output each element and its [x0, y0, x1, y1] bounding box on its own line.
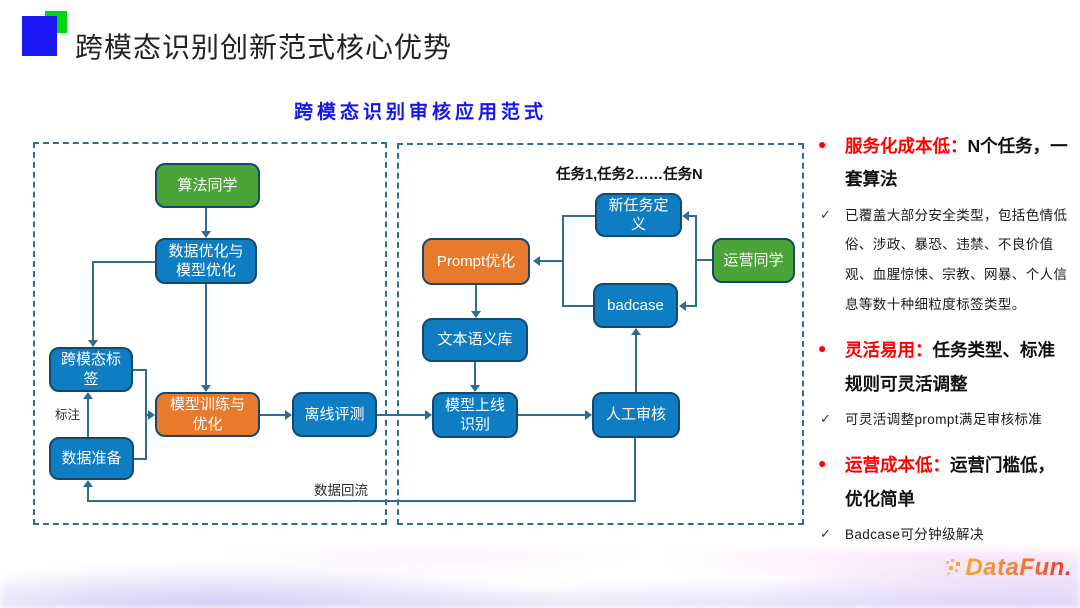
advantage-heading: ● 灵活易用：任务类型、标准规则可灵活调整 — [818, 334, 1070, 401]
connector — [87, 486, 89, 502]
connector — [205, 284, 207, 386]
datafun-wordmark: DataFun. — [965, 554, 1072, 581]
arrowhead — [631, 328, 641, 335]
advantages-sidebar: ● 服务化成本低：N个任务，一套算法 ✓ 已覆盖大部分安全类型，包括色情低俗、涉政、… — [818, 130, 1070, 550]
advantage-heading-black: 任务类型、标准规则可灵活调整 — [845, 340, 1055, 394]
footer-gradient-swoosh — [0, 550, 1080, 608]
edge-label-annotation: 标注 — [55, 408, 81, 422]
flow-node-model-training: 模型训练与 优化 — [155, 392, 260, 437]
connector — [260, 414, 286, 416]
connector — [475, 285, 477, 313]
advantage-heading-red: 服务化成本低： — [845, 136, 968, 156]
arrowhead — [533, 256, 540, 266]
connector — [562, 215, 564, 307]
advantage-detail: ✓ Badcase可分钟级解决 — [818, 520, 1070, 550]
arrowhead — [83, 392, 93, 399]
datafun-dots-icon — [946, 559, 961, 575]
flow-node-operations-team: 运营同学 — [712, 238, 795, 283]
datafun-logo: DataFun. — [945, 554, 1072, 582]
advantage-detail-text: Badcase可分钟级解决 — [845, 526, 984, 542]
arrowhead — [682, 211, 689, 221]
connector — [92, 261, 155, 263]
logo-blue-square-icon — [22, 16, 57, 56]
checkmark-icon: ✓ — [820, 525, 832, 541]
arrowhead — [471, 311, 481, 318]
advantage-item: ● 运营成本低：运营门槛低，优化简单 ✓ Badcase可分钟级解决 — [818, 449, 1070, 549]
flow-node-new-task-definition: 新任务定 义 — [595, 193, 682, 237]
flow-node-data-model-optimization: 数据优化与 模型优化 — [155, 238, 257, 284]
arrowhead — [585, 410, 592, 420]
page-title: 跨模态识别创新范式核心优势 — [75, 32, 453, 63]
advantage-heading: ● 服务化成本低：N个任务，一套算法 — [818, 130, 1070, 197]
flow-node-manual-review: 人工审核 — [592, 392, 680, 438]
flow-node-prompt-optimization: Prompt优化 — [422, 238, 530, 285]
advantage-heading-red: 运营成本低： — [845, 455, 950, 476]
arrowhead — [148, 410, 155, 420]
arrowhead — [88, 340, 98, 347]
checkmark-icon: ✓ — [820, 206, 832, 222]
connector — [87, 398, 89, 437]
advantage-detail-text: 已覆盖大部分安全类型，包括色情低俗、涉政、暴恐、违禁、不良价值观、血腥惊悚、宗教… — [845, 207, 1068, 312]
connector — [686, 305, 697, 307]
flow-node-data-preparation: 数据准备 — [49, 437, 134, 480]
advantage-heading: ● 运营成本低：运营门槛低，优化简单 — [818, 449, 1070, 516]
connector — [145, 414, 150, 416]
flow-node-crossmodal-label: 跨模态标 签 — [49, 347, 133, 392]
connector — [92, 261, 94, 340]
advantage-heading-black: N个任务，一套算法 — [845, 136, 1068, 190]
connector — [540, 260, 562, 262]
advantage-heading-red: 灵活易用： — [845, 340, 933, 361]
advantage-heading-black: 运营门槛低，优化简单 — [845, 455, 1055, 509]
connector — [689, 215, 697, 217]
arrowhead — [201, 231, 211, 238]
connector — [562, 215, 595, 217]
flow-node-algorithm-team: 算法同学 — [155, 163, 260, 208]
connector — [205, 208, 207, 233]
advantage-detail-text: 可灵活调整prompt满足审核标准 — [845, 411, 1043, 427]
flow-node-badcase: badcase — [593, 283, 678, 328]
connector — [634, 438, 636, 502]
connector — [562, 305, 593, 307]
connector — [134, 458, 147, 460]
bullet-icon: ● — [818, 340, 827, 357]
connector — [518, 414, 586, 416]
bullet-icon: ● — [818, 455, 827, 472]
diagram-subtitle: 跨模态识别审核应用范式 — [294, 102, 548, 123]
online-serving-panel — [397, 143, 804, 525]
arrowhead — [470, 385, 480, 392]
flow-node-model-online-recognition: 模型上线 识别 — [432, 392, 518, 438]
connector — [377, 414, 426, 416]
advantage-detail: ✓ 可灵活调整prompt满足审核标准 — [818, 405, 1070, 435]
connector — [635, 334, 637, 392]
arrowhead — [83, 480, 93, 487]
advantage-item: ● 服务化成本低：N个任务，一套算法 ✓ 已覆盖大部分安全类型，包括色情低俗、涉政、… — [818, 130, 1070, 319]
edge-label-data-backflow: 数据回流 — [314, 483, 368, 498]
connector — [695, 259, 712, 261]
connector — [87, 500, 636, 502]
flow-node-offline-evaluation: 离线评测 — [292, 392, 377, 437]
arrowhead — [201, 385, 211, 392]
connector — [474, 362, 476, 386]
arrowhead — [425, 410, 432, 420]
connector — [695, 215, 697, 306]
connector — [133, 369, 147, 371]
checkmark-icon: ✓ — [820, 410, 832, 426]
arrowhead — [679, 301, 686, 311]
advantage-detail: ✓ 已覆盖大部分安全类型，包括色情低俗、涉政、暴恐、违禁、不良价值观、血腥惊悚、宗… — [818, 201, 1070, 320]
bullet-icon: ● — [818, 136, 827, 152]
flow-node-text-semantic-library: 文本语义库 — [422, 318, 528, 362]
tasks-caption: 任务1,任务2……任务N — [556, 167, 703, 183]
advantage-item: ● 灵活易用：任务类型、标准规则可灵活调整 ✓ 可灵活调整prompt满足审核标准 — [818, 334, 1070, 434]
offline-training-panel — [33, 142, 387, 525]
arrowhead — [285, 410, 292, 420]
